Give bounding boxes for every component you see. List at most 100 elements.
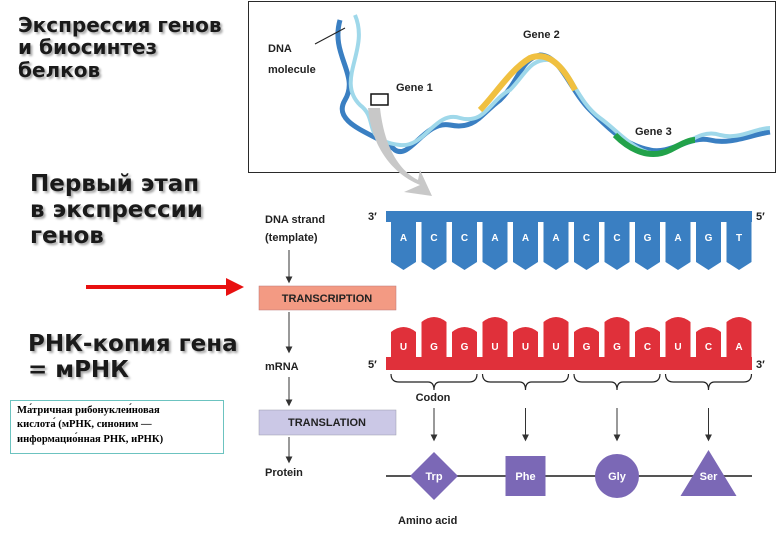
mrna-base [391,327,416,357]
stage-line: Первый этап [30,171,200,197]
dna-base-letter: G [644,233,652,244]
mrna-definition-note: Ма́тричная рибонуклеи́новая кислота́ (мР… [10,400,224,454]
mrna-backbone [386,357,752,370]
dna-base-letter: C [613,233,620,244]
transcription-label: TRANSCRIPTION [282,293,373,305]
translation-label: TRANSLATION [288,417,366,429]
slide-title: Экспрессия генов и биосинтез белков [18,13,222,82]
mrna-3-prime: 3′ [756,359,765,371]
mrna-5-prime: 5′ [368,359,377,371]
mrna-base-letter: U [552,342,559,353]
dna-base [391,222,416,270]
dna-base-letter: C [461,233,468,244]
mrna-base-letter: G [461,342,469,353]
dna-base-letter: A [491,233,498,244]
stage-line: генов [30,222,104,249]
dna-3-prime: 3′ [368,211,377,223]
dna-base [635,222,660,270]
dna-base-letter: C [583,233,590,244]
dna-base [482,222,508,270]
dna-base [513,222,538,270]
mrna-base-letter: U [674,342,681,353]
title-line: белков [18,57,101,82]
codon-label: Codon [416,392,451,404]
protein-label: Protein [265,467,303,479]
note-line: Ма́тричная рибонуклеи́новая [17,405,160,416]
gene2-segment [477,53,578,113]
amino-acid-name: Phe [515,471,535,483]
mrna-base [421,317,447,357]
mrna-base-letter: U [491,342,498,353]
dna-base [726,222,752,270]
dna-base-letter: G [705,233,713,244]
rna-copy-line: РНК-копия гена [28,331,238,357]
stage-line: в экспрессии [30,196,203,223]
dna-base-letter: A [674,233,681,244]
rna-copy-heading: РНК-копия гена = мРНК [28,331,238,384]
mrna-base-letter: G [430,342,438,353]
mrna-base [482,317,508,357]
dna-base-letter: C [430,233,437,244]
rna-copy-line: = мРНК [28,356,129,383]
title-line: и биосинтез [18,35,158,60]
mrna-base [665,317,691,357]
amino-acid-name: Gly [608,471,627,483]
amino-acid-triangle [680,450,737,496]
amino-acid-label: Amino acid [398,515,457,527]
gene3-label: Gene 3 [635,126,672,138]
dna-5-prime: 5′ [756,211,765,223]
codon-bracket [573,373,661,391]
dna-base [604,222,630,270]
amino-acid-name: Trp [425,471,442,483]
pointer-arrow-head [226,278,244,296]
mrna-base [604,317,630,357]
amino-acid-diamond [410,452,458,500]
mrna-base [635,327,660,357]
dna-base [543,222,569,270]
dna-strand-label: DNA strand [265,214,325,226]
dna-base-letter: T [736,233,742,244]
dna-helix [314,14,771,157]
mrna-base [452,327,477,357]
transcription-box [258,285,397,311]
amino-acid-square [505,456,546,496]
stage-heading: Первый этап в экспрессии генов [30,171,203,249]
mrna-base-letter: G [613,342,621,353]
codon-bracket [390,373,478,391]
note-line: кислота́ (мРНК, синоним — [17,419,152,431]
codon-bracket [664,373,753,391]
dna-base-letter: A [522,233,529,244]
mrna-base [513,327,538,357]
dna-label: molecule [268,64,316,76]
mrna-base [726,317,752,357]
mrna-base-letter: C [705,342,712,353]
gene2-label: Gene 2 [523,29,560,41]
mrna-base-letter: U [522,342,529,353]
mrna-base [696,327,721,357]
mrna-base-letter: U [400,342,407,353]
codon-brackets [390,373,753,442]
gene1-marker [370,93,389,106]
dna-base [452,222,477,270]
dna-base [574,222,599,270]
mrna-label: mRNA [265,361,299,373]
dna-base-letter: A [400,233,407,244]
dna-strand-label: (template) [265,232,318,244]
dna-backbone [386,211,752,222]
mrna-base [574,327,599,357]
dna-molecule-panel [248,1,776,173]
mrna-base [543,317,569,357]
note-line: информацио́нная РНК, иРНК) [17,433,164,445]
dna-base [665,222,691,270]
dna-label-pointer [314,27,346,45]
mrna-base-letter: A [735,342,742,353]
mrna-base-letter: C [644,342,651,353]
codon-bracket [481,373,570,391]
title-line: Экспрессия генов [18,13,222,37]
mrna-base-letter: G [583,342,591,353]
dna-base-letter: A [552,233,559,244]
